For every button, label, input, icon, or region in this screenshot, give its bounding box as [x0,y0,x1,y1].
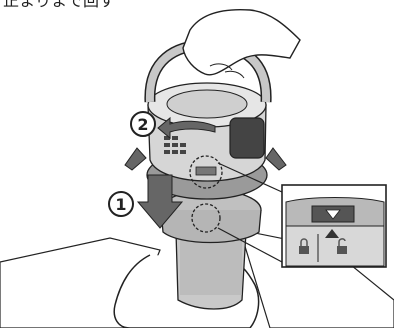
step-2-marker: 2 [131,112,155,136]
step-1-marker: 1 [109,192,133,216]
detail-inset [282,185,386,267]
dust-cup [176,232,246,309]
upper-hand-icon [183,10,300,78]
step-1-label: 1 [115,195,126,214]
step-2-label: 2 [137,115,148,134]
